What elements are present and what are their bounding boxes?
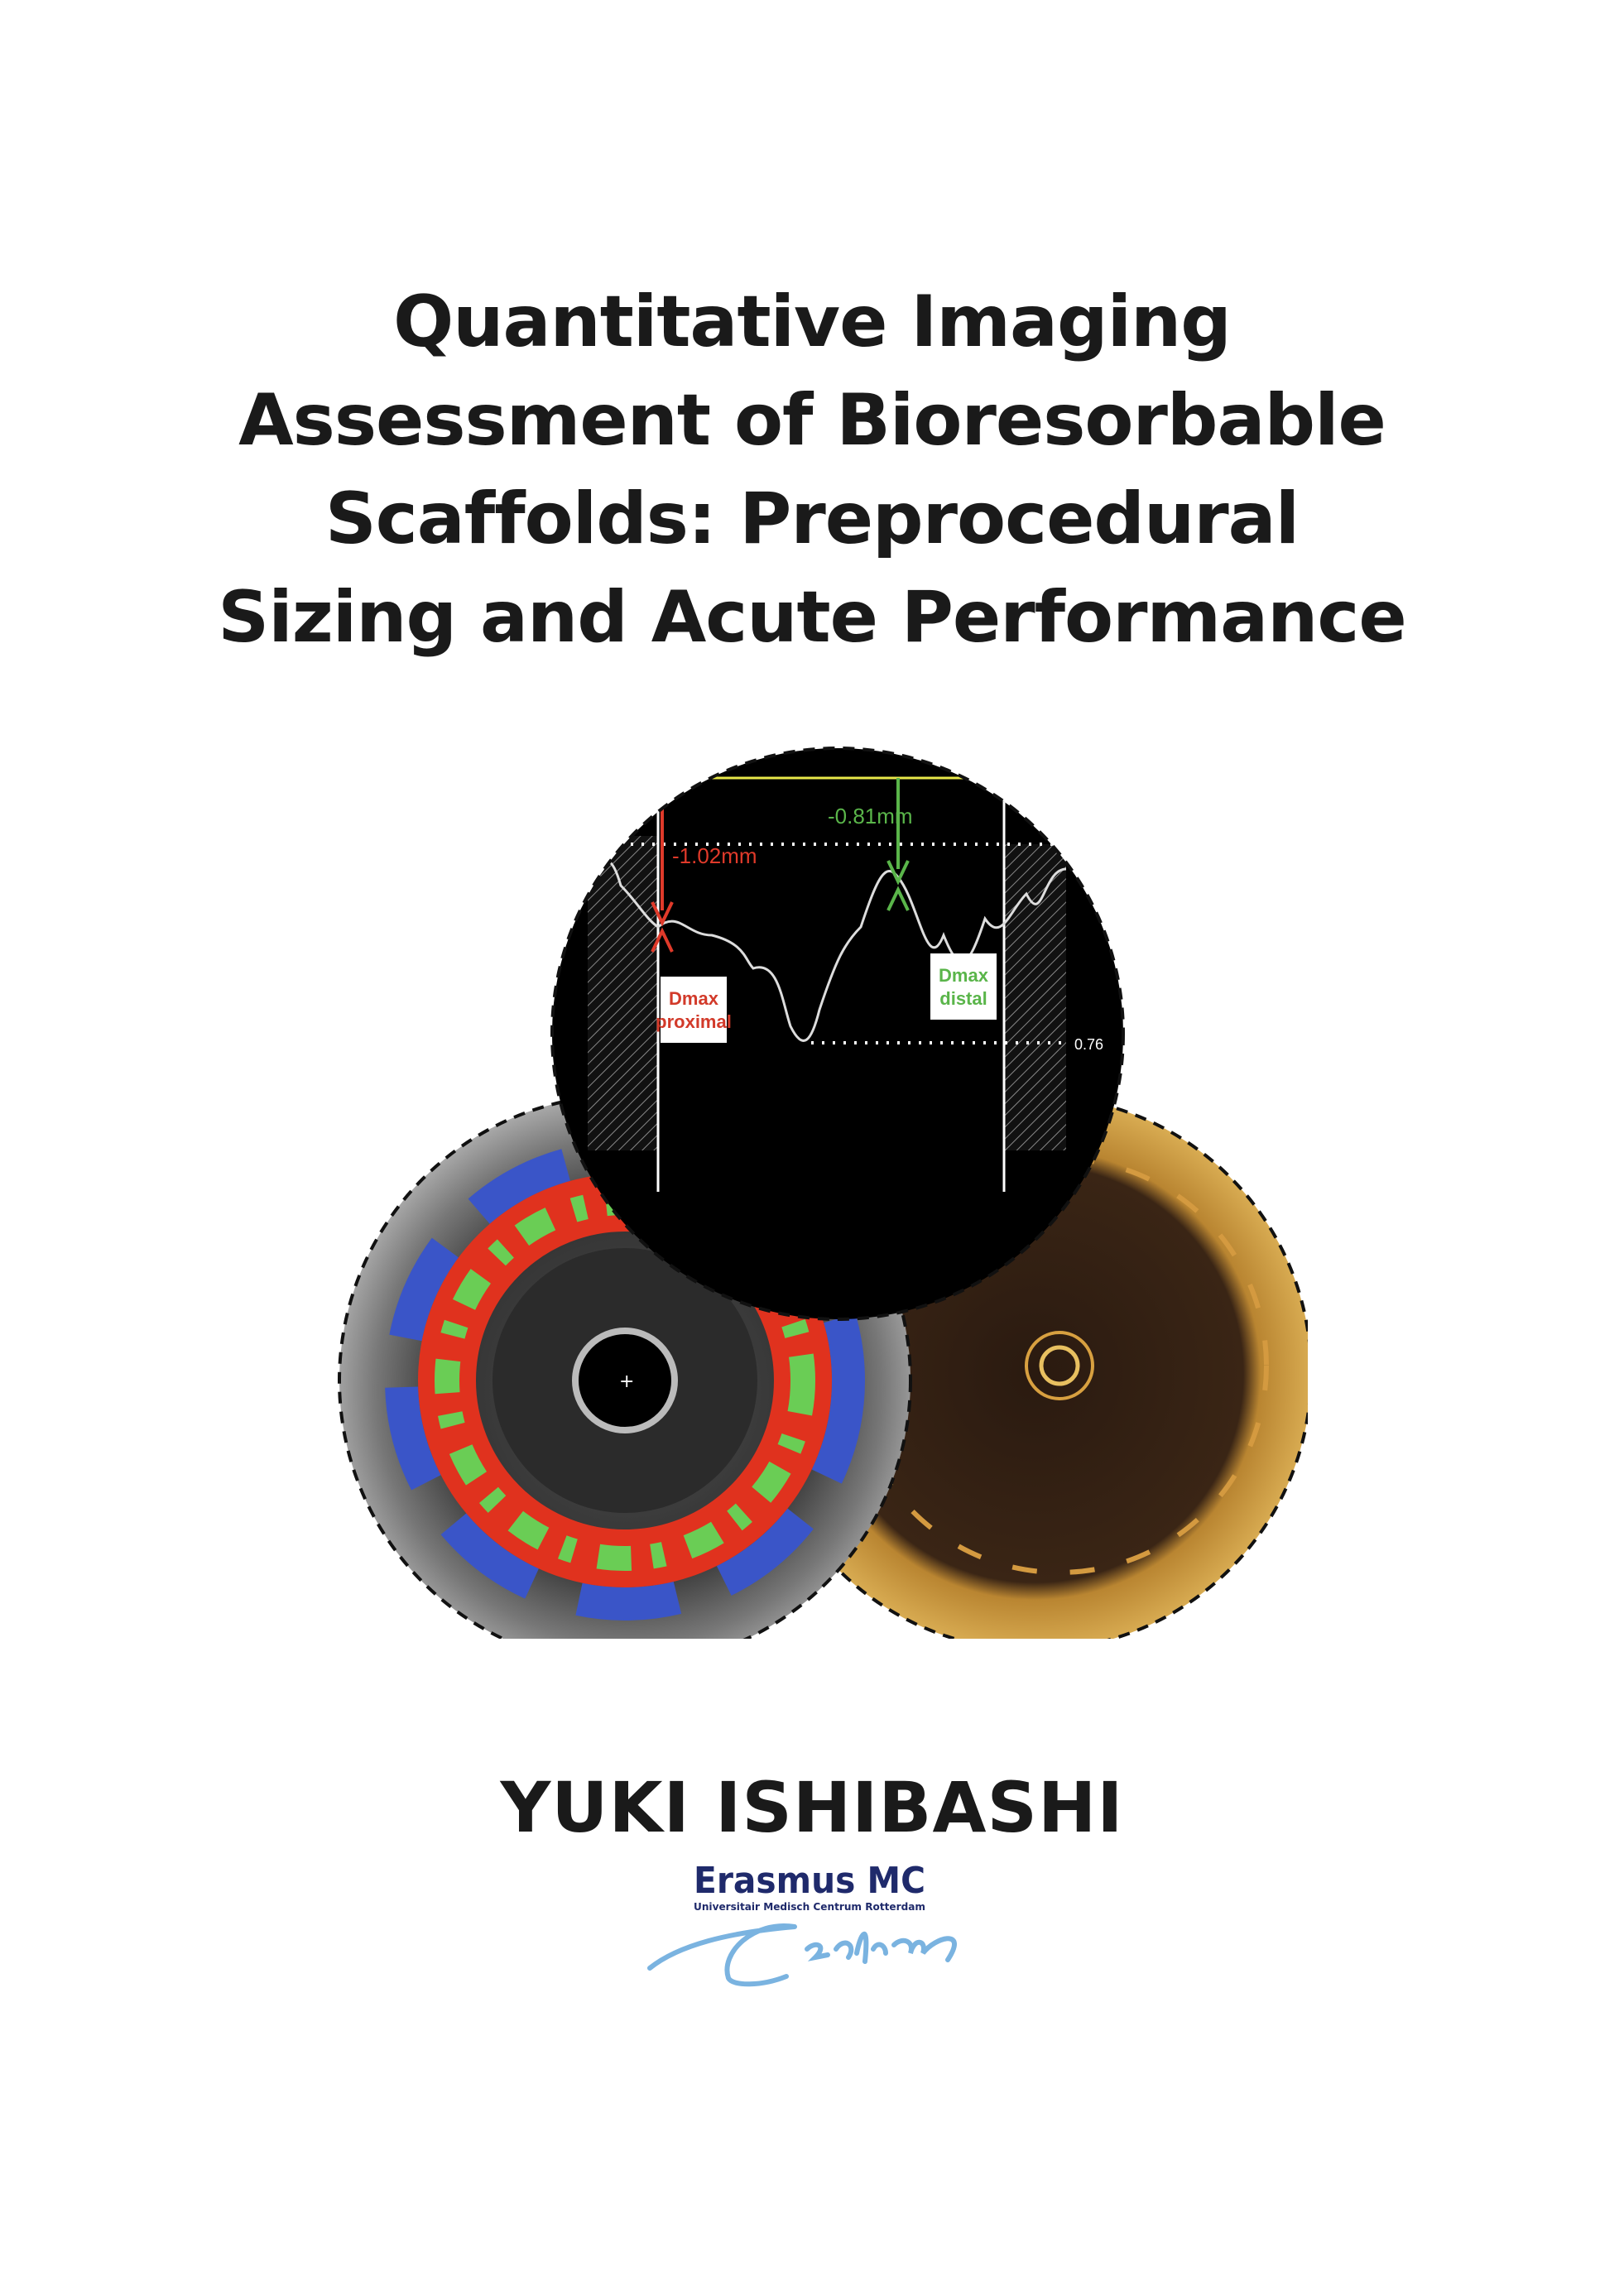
erasmus-mc-logo: Erasmus MC Universitair Medisch Centrum … (647, 1862, 957, 1987)
title-line: Assessment of Bioresorbable (238, 379, 1386, 462)
proximal-label-1: Dmax (669, 988, 719, 1009)
title-line: Sizing and Acute Performance (218, 576, 1406, 659)
book-title: Quantitative Imaging Assessment of Biore… (0, 273, 1624, 667)
distal-label-1: Dmax (939, 965, 989, 986)
cover-illustration: + -1.02mm -0.81mm Dmax proximal Dmax dis… (338, 747, 1308, 1639)
signature (647, 1923, 957, 1987)
chart-dashed-border (550, 747, 1125, 1321)
title-line: Quantitative Imaging (393, 281, 1232, 363)
diameter-curve (578, 860, 1067, 1042)
ivus-dashed-border (338, 1093, 912, 1639)
axis-min-label: 0.76 (1074, 1036, 1103, 1053)
author-name: YUKI ISHIBASHI (500, 1767, 1124, 1848)
proximal-label-2: proximal (656, 1011, 732, 1032)
logo-subtitle: Universitair Medisch Centrum Rotterdam (694, 1901, 925, 1913)
distal-value: -0.81mm (828, 804, 913, 828)
proximal-value: -1.02mm (672, 843, 757, 868)
distal-label-2: distal (939, 988, 987, 1009)
title-line: Scaffolds: Preprocedural (324, 478, 1300, 560)
diameter-chart: -1.02mm -0.81mm Dmax proximal Dmax dista… (552, 748, 1123, 1319)
logo-name: Erasmus MC (694, 1862, 925, 1902)
axis-max-label: 2.68 (1074, 838, 1103, 854)
svg-text:+: + (619, 1371, 634, 1392)
